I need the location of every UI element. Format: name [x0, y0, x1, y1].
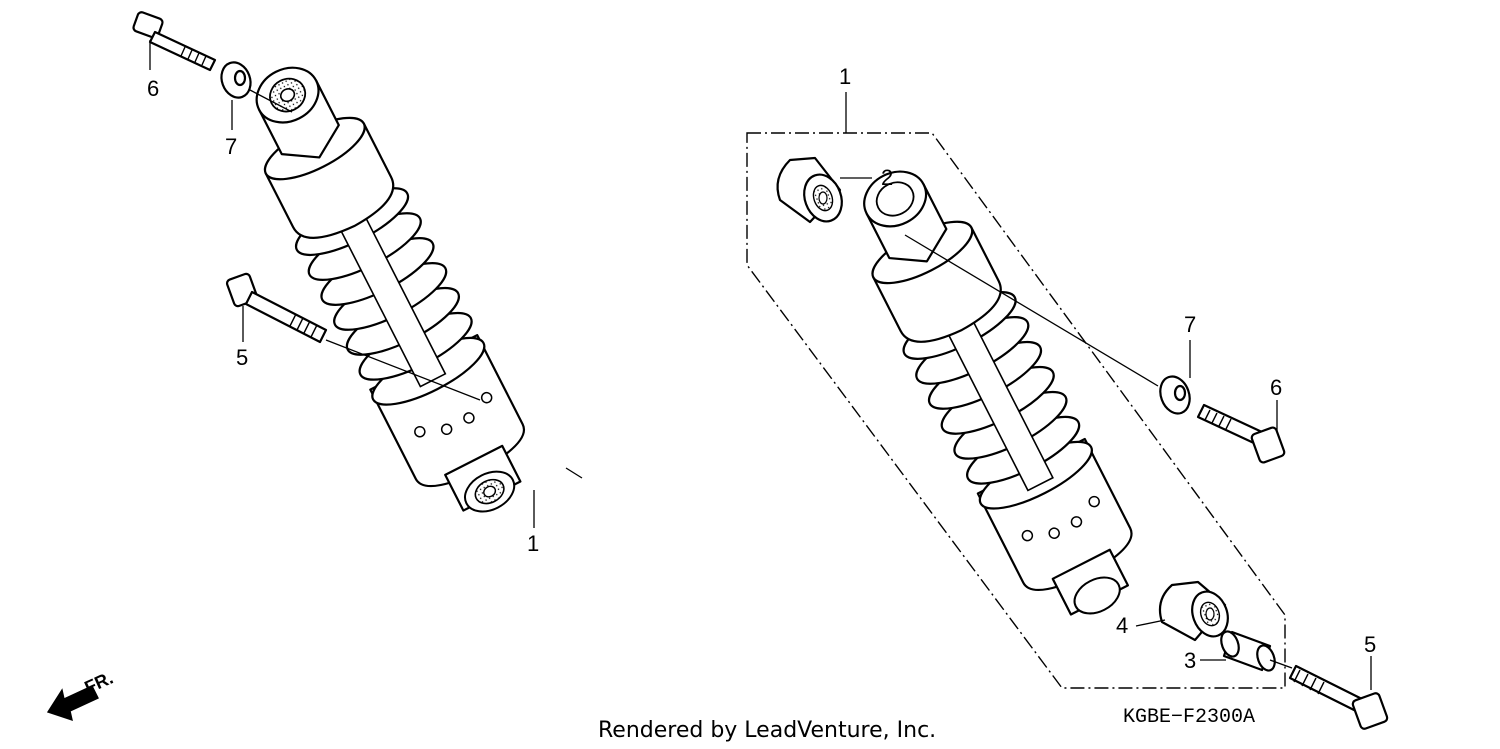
- left-callout-1: 1: [527, 531, 539, 556]
- right-washer: [1159, 375, 1191, 415]
- right-collar: [1220, 630, 1276, 672]
- right-bushing-top: [776, 156, 843, 224]
- right-callout-5: 5: [1364, 632, 1376, 657]
- footer-credit: Rendered by LeadVenture, Inc.: [598, 718, 936, 743]
- right-shock-assembly: 1 2 7 6 4 3 5: [746, 64, 1389, 730]
- left-bolt-top: [132, 11, 217, 72]
- right-callout-7: 7: [1184, 312, 1196, 337]
- left-washer: [220, 61, 252, 99]
- right-bolt-top: [1196, 403, 1286, 464]
- left-shock-assembly: 6 7 5 1: [132, 11, 583, 556]
- left-shock-absorber: [219, 42, 549, 526]
- left-callout-6: 6: [147, 76, 159, 101]
- right-callout-6: 6: [1270, 375, 1282, 400]
- left-callout-7: 7: [225, 134, 237, 159]
- direction-label: FR.: [81, 668, 116, 698]
- diagram-code: KGBE−F2300A: [1123, 706, 1255, 729]
- right-shock-absorber: [826, 146, 1156, 630]
- right-callout-1: 1: [839, 64, 851, 89]
- right-callout-3: 3: [1184, 648, 1196, 673]
- right-bolt-bottom: [1288, 664, 1389, 730]
- left-bolt-mid: [225, 272, 328, 344]
- left-callout-5: 5: [236, 345, 248, 370]
- right-callout-4: 4: [1116, 613, 1128, 638]
- front-direction-arrow: FR.: [46, 668, 116, 722]
- right-callout-2: 2: [881, 165, 893, 190]
- right-bushing-bottom: [1158, 580, 1229, 642]
